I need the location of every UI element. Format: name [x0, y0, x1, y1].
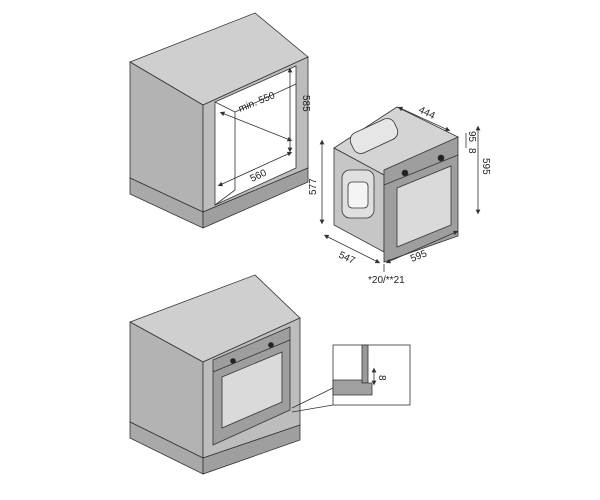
detail-callout — [291, 344, 411, 413]
oven-knob-left — [401, 169, 409, 177]
oven-knob-right — [268, 342, 274, 348]
oven-unit — [333, 106, 459, 263]
cabinet-dimensions — [217, 67, 293, 187]
dim-95: 95 — [466, 131, 477, 143]
dim-577: 577 — [308, 178, 319, 195]
dim-585: 585 — [300, 95, 311, 112]
installed-cabinet — [129, 274, 301, 475]
oven-dimensions — [319, 106, 481, 272]
dim-8: 8 — [466, 148, 477, 154]
oven-knob-right — [437, 154, 445, 162]
empty-cabinet — [129, 12, 309, 229]
detail-box — [332, 344, 411, 406]
dim-547: 547 — [337, 250, 357, 267]
dim-595-height: 595 — [480, 158, 491, 175]
installed-oven-glass — [221, 351, 283, 429]
detail-dim-8: 8 — [376, 375, 387, 381]
oven-knob-left — [230, 358, 236, 364]
oven-door-glass — [396, 165, 452, 248]
dim-offset: *20/**21 — [368, 275, 405, 286]
